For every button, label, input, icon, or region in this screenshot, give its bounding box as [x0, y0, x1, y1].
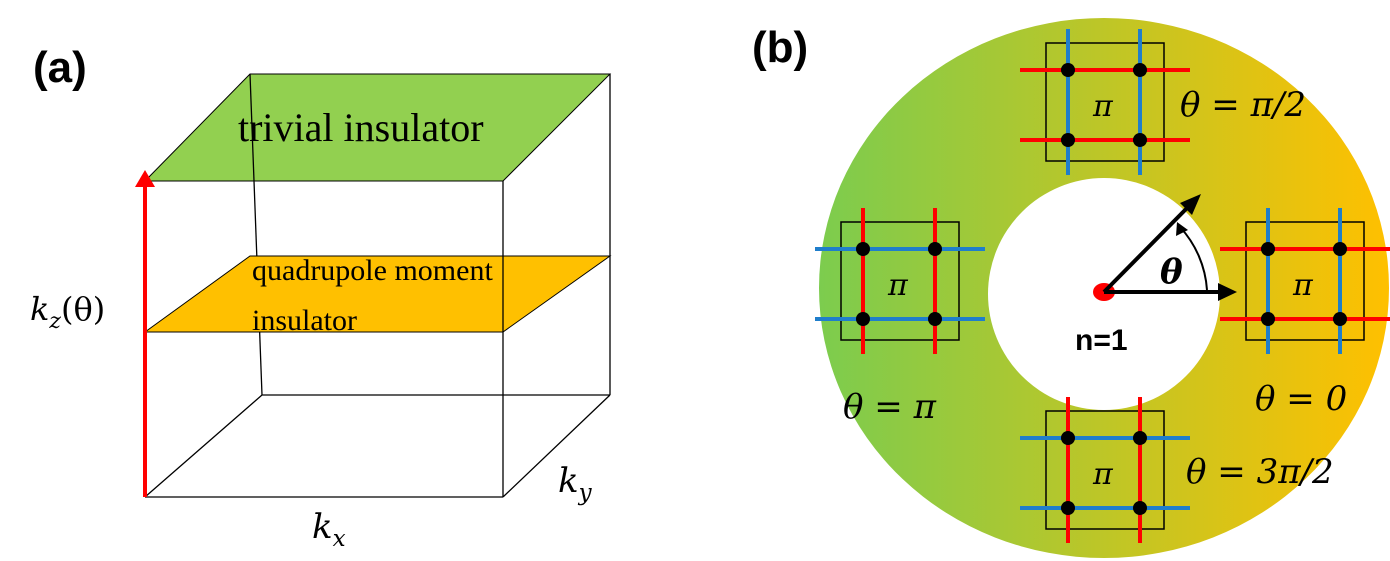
lattice-site-top — [1061, 133, 1075, 147]
kz-axis-label: kz(θ) — [30, 290, 105, 334]
panel-a-label: (a) — [33, 43, 87, 92]
plaquette-frame-bottom — [1045, 410, 1165, 530]
quadrupole-label-line2: insulator — [252, 304, 357, 337]
lattice-site-bottom — [1061, 501, 1075, 515]
box-back-left-edge — [249, 73, 263, 396]
lattice-site-right — [1261, 242, 1275, 256]
winding-number-label: n=1 — [1075, 324, 1128, 357]
panel-b-label: (b) — [752, 23, 808, 72]
lattice-site-top — [1133, 63, 1147, 77]
panel-a: (a) trivial insulator quadrupole moment … — [30, 43, 612, 552]
kx-axis-label: kx — [312, 507, 346, 552]
rotated-vector-head — [1180, 194, 1201, 215]
ky-axis-label: ky — [558, 461, 593, 506]
lattice-site-top — [1133, 133, 1147, 147]
theta-label-bottom: θ = 3π/2 — [1186, 452, 1334, 492]
lattice-site-left — [928, 312, 942, 326]
theta-label-top: θ = π/2 — [1180, 85, 1306, 125]
angle-arc-head — [1176, 222, 1188, 236]
theta-label-right: θ = 0 — [1255, 379, 1347, 419]
lattice-site-bottom — [1133, 501, 1147, 515]
plaquette-frame-left — [840, 221, 960, 341]
plaquette-flux-label-bottom: π — [1092, 457, 1114, 492]
reference-vector-head — [1218, 283, 1237, 301]
plaquette-flux-label-left: π — [887, 268, 909, 303]
lattice-site-left — [856, 312, 870, 326]
box-bottom-back-edges — [144, 394, 610, 498]
parameter-ring — [819, 18, 1389, 558]
rotated-vector-arrow — [1102, 201, 1194, 294]
lattice-site-bottom — [1061, 431, 1075, 445]
plaquette-flux-label-top: π — [1092, 89, 1114, 124]
lattice-site-left — [928, 242, 942, 256]
plaquette-frame-right — [1245, 221, 1365, 341]
box-right-bottom-edge — [502, 394, 611, 498]
lattice-site-left — [856, 242, 870, 256]
lattice-site-right — [1261, 312, 1275, 326]
theta-label-left: θ = π — [843, 387, 937, 427]
quadrupole-label-line1: quadrupole moment — [252, 254, 493, 287]
plaquette-flux-label-right: π — [1292, 268, 1314, 303]
lattice-site-right — [1333, 312, 1347, 326]
lattice-site-top — [1061, 63, 1075, 77]
lattice-site-right — [1333, 242, 1347, 256]
angle-arc — [1179, 226, 1208, 291]
plaquette-group: π π π π — [815, 29, 1390, 543]
plaquette-frame-top — [1045, 42, 1165, 162]
trivial-insulator-label: trivial insulator — [238, 105, 484, 150]
angle-theta-label: θ — [1160, 252, 1183, 292]
kz-arrow-head — [135, 170, 155, 187]
quadrupole-insulator-plane — [143, 255, 612, 333]
lattice-site-bottom — [1133, 431, 1147, 445]
